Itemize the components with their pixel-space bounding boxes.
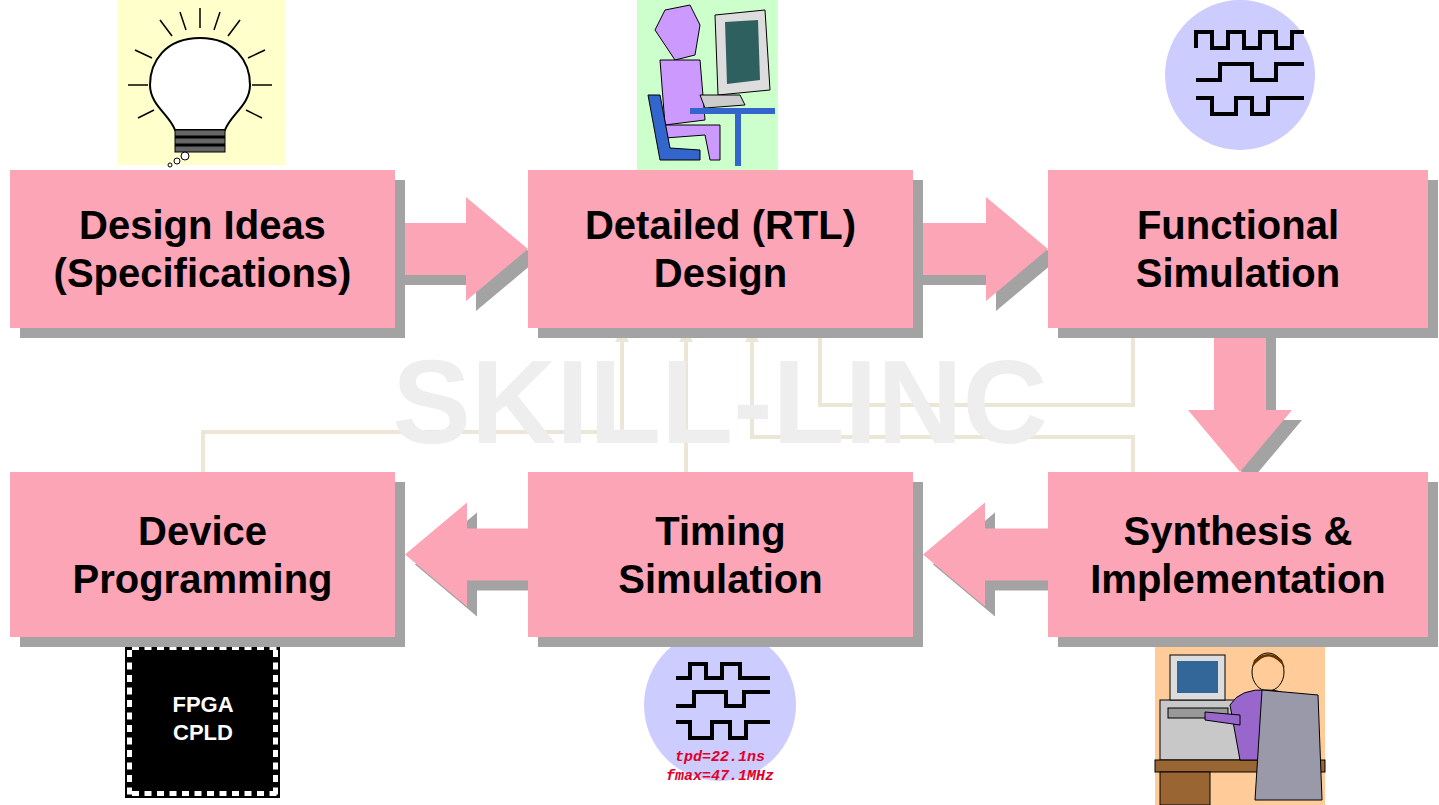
watermark: SKILL-LINC bbox=[392, 337, 1047, 467]
timing-value: fmax=47.1MHz bbox=[666, 768, 774, 785]
flow-arrow bbox=[405, 503, 542, 617]
process-box: Device Programming bbox=[10, 472, 395, 637]
chip-label: FPGA bbox=[172, 692, 233, 718]
box-label: Design Ideas (Specifications) bbox=[54, 201, 352, 297]
flow-arrow bbox=[923, 503, 1062, 617]
box-label: Detailed (RTL) Design bbox=[556, 201, 886, 297]
designer-icon bbox=[637, 0, 778, 170]
box-label: Functional Simulation bbox=[1136, 201, 1340, 297]
flow-arrow bbox=[909, 197, 1058, 311]
engineer-icon bbox=[1155, 640, 1325, 805]
fpga-chip bbox=[125, 643, 280, 798]
box-label: Device Programming bbox=[72, 507, 332, 603]
process-box: Functional Simulation bbox=[1048, 170, 1428, 328]
timing-waveform-icon bbox=[644, 629, 796, 781]
timing-value: tpd=22.1ns bbox=[675, 749, 765, 766]
box-label: Synthesis & Implementation bbox=[1078, 507, 1398, 603]
process-box: Design Ideas (Specifications) bbox=[10, 170, 395, 328]
process-box: Timing Simulation bbox=[528, 472, 913, 637]
box-label: Timing Simulation bbox=[618, 507, 822, 603]
process-box: Detailed (RTL) Design bbox=[528, 170, 913, 328]
chip-label: CPLD bbox=[173, 720, 233, 746]
flow-arrow bbox=[391, 197, 538, 311]
lightbulb-icon bbox=[118, 0, 285, 167]
waveform-icon bbox=[1165, 0, 1315, 150]
process-box: Synthesis & Implementation bbox=[1048, 472, 1428, 637]
flow-arrow bbox=[1188, 324, 1302, 482]
